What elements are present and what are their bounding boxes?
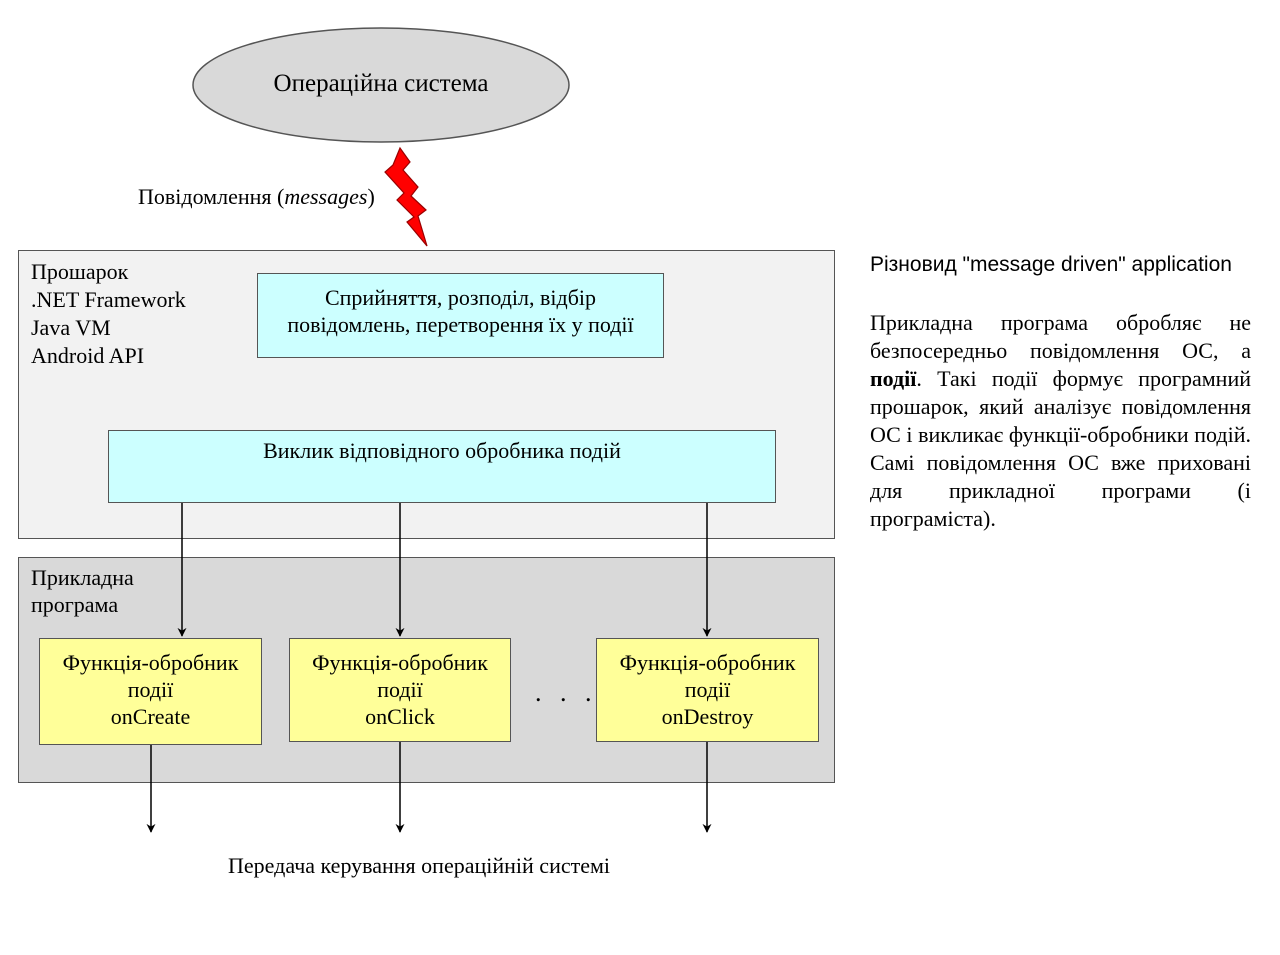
handler-ondestroy-box: Функція-обробник події onDestroy xyxy=(596,638,819,742)
handler-line: події xyxy=(684,677,731,702)
message-receive-box: Сприйняття, розподіл, відбір повідомлень… xyxy=(257,273,664,358)
lightning-bolt-icon xyxy=(384,146,428,247)
return-control-label: Передача керування операційній системі xyxy=(228,853,611,878)
layer-title-line: Android API xyxy=(31,343,145,368)
side-title: Різновид "message driven" application xyxy=(870,253,1232,276)
application-title-line: Прикладна xyxy=(31,565,134,590)
side-text-after: . Такі події формує програмний прошарок,… xyxy=(870,366,1251,531)
handler-line: Функція-обробник xyxy=(619,650,796,675)
messages-label-end: ) xyxy=(367,184,375,209)
application-title: Прикладна програма xyxy=(31,564,134,618)
side-description: Прикладна програма обробляє не безпосере… xyxy=(870,309,1251,533)
messages-label-start: Повідомлення ( xyxy=(138,184,285,209)
handler-oncreate-box: Функція-обробник події onCreate xyxy=(39,638,262,745)
messages-label-em: messages xyxy=(284,184,368,209)
handler-line: події xyxy=(377,677,423,702)
layer-title-line: .NET Framework xyxy=(31,287,186,312)
handlers-ellipsis: . . . xyxy=(535,678,598,707)
side-text-bold: події xyxy=(870,366,917,391)
handler-call-box: Виклик відповідного обробника подій xyxy=(108,430,776,503)
handler-name: onDestroy xyxy=(661,704,754,729)
handler-line: події xyxy=(127,677,174,702)
handler-name: onClick xyxy=(365,704,435,729)
os-label: Операційна система xyxy=(273,70,489,97)
layer-title: Прошарок .NET Framework Java VM Android … xyxy=(31,258,186,370)
handler-line: Функція-обробник xyxy=(312,650,488,675)
side-text-before: Прикладна програма обробляє не безпосере… xyxy=(870,310,1251,363)
layer-title-line: Прошарок xyxy=(31,259,129,284)
handler-name: onCreate xyxy=(110,704,191,729)
handler-line: Функція-обробник xyxy=(62,650,239,675)
receive-box-line: Сприйняття, розподіл, відбір xyxy=(324,285,597,310)
messages-label: Повідомлення (messages) xyxy=(138,184,375,210)
application-title-line: програма xyxy=(31,592,119,617)
os-ellipse xyxy=(192,27,570,143)
handler-onclick-box: Функція-обробник події onClick xyxy=(289,638,511,742)
receive-box-line: повідомлень, перетворення їх у події xyxy=(287,312,634,337)
layer-title-line: Java VM xyxy=(31,315,111,340)
